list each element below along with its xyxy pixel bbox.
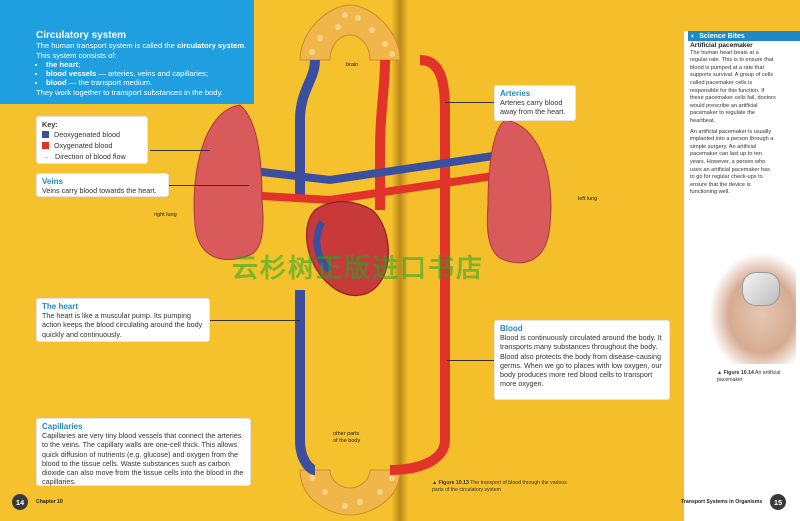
bullet-text: — arteries, veins and capillaries; (96, 69, 208, 78)
science-bites-body: Artificial pacemaker The human heart bea… (690, 42, 776, 200)
key-title: Key: (42, 120, 142, 129)
blue-swatch (42, 131, 49, 138)
key-row-deoxygenated: Deoxygenated blood (42, 129, 142, 140)
leader-line (210, 320, 300, 321)
heart-card: The heart The heart is like a muscular p… (36, 298, 210, 342)
page-number-right: 15 (770, 494, 786, 510)
leader-line (447, 360, 494, 361)
arteries-text: Arteries carry blood away from the heart… (500, 98, 570, 116)
intro-bullets: the heart; blood vessels — arteries, vei… (36, 60, 252, 88)
science-subtitle: Artificial pacemaker (690, 42, 776, 50)
science-paragraph-1: The human heart beats at a regular rate.… (690, 50, 776, 126)
science-bites-header: ◐ Science Bites (688, 31, 800, 41)
bites-icon: ◐ (691, 33, 695, 40)
intro-text: Circulatory system The human transport s… (36, 31, 252, 97)
leader-line (150, 150, 210, 151)
other-parts-label: other parts of the body (333, 431, 360, 445)
intro-closing: They work together to transport substanc… (36, 88, 252, 97)
leader-line (445, 102, 494, 103)
capillaries-card: Capillaries Capillaries are very tiny bl… (36, 418, 251, 486)
science-bites-title: Science Bites (699, 33, 745, 40)
pacemaker-device (742, 272, 780, 306)
science-bites-panel: ◐ Science Bites Artificial pacemaker The… (684, 31, 800, 521)
capillaries-title: Capillaries (42, 422, 245, 431)
chapter-footer: Chapter 10 (36, 499, 63, 505)
intro-line1: The human transport system is called the… (36, 41, 252, 50)
watermark-text: 云杉树正版进口书店 (232, 248, 484, 285)
science-paragraph-2: An artificial pacemaker is usually impla… (690, 129, 776, 197)
figure-label: ▲ Figure 10.13 (432, 480, 469, 486)
capillaries-text: Capillaries are very tiny blood vessels … (42, 431, 245, 486)
brain-label: brain (346, 62, 358, 68)
intro-line2: This system consists of: (36, 51, 252, 60)
key-row-oxygenated: Oxygenated blood (42, 140, 142, 151)
intro-bullet: blood vessels — arteries, veins and capi… (46, 69, 252, 78)
section-footer: Transport Systems in Organisms (681, 499, 762, 505)
bullet-bold: the heart (46, 60, 78, 69)
intro-title: Circulatory system (36, 31, 252, 40)
arteries-card: Arteries Arteries carry blood away from … (494, 85, 576, 121)
pacemaker-photo (710, 254, 796, 364)
left-lung-label: left lung (578, 196, 597, 202)
bullet-bold: blood (46, 78, 67, 87)
veins-text: Veins carry blood towards the heart. (42, 186, 163, 195)
bullet-text: — the transport medium. (67, 78, 153, 87)
key-label: Deoxygenated blood (54, 130, 120, 139)
red-swatch (42, 142, 49, 149)
intro-bullet: blood — the transport medium. (46, 78, 252, 87)
heart-title: The heart (42, 302, 204, 311)
intro-line1-text: The human transport system is called the (36, 41, 177, 50)
key-row-direction: → Direction of blood flow (42, 151, 142, 162)
blood-text: Blood is continuously circulated around … (500, 333, 664, 388)
figure-label: ▲ Figure 10.14 (717, 370, 754, 376)
bullet-text: ; (78, 60, 80, 69)
heart-text: The heart is like a muscular pump. Its p… (42, 311, 204, 339)
right-lung-label: right lung (154, 212, 177, 218)
intro-line1-bold: circulatory system (177, 41, 244, 50)
blood-card: Blood Blood is continuously circulated a… (494, 320, 670, 400)
figure-10-13-caption: ▲ Figure 10.13 The transport of blood th… (432, 480, 572, 493)
figure-10-14-caption: ▲ Figure 10.14 An artificial pacemaker (717, 370, 787, 383)
arteries-title: Arteries (500, 89, 570, 98)
intro-line1-end: . (244, 41, 246, 50)
intro-bullet: the heart; (46, 60, 252, 69)
key-label: Direction of blood flow (55, 152, 126, 161)
blood-title: Blood (500, 324, 664, 333)
intro-panel: Circulatory system The human transport s… (0, 0, 254, 104)
bullet-bold: blood vessels (46, 69, 96, 78)
arrow-icon: → (42, 152, 50, 161)
key-card: Key: Deoxygenated blood Oxygenated blood… (36, 116, 148, 164)
veins-title: Veins (42, 177, 163, 186)
veins-card: Veins Veins carry blood towards the hear… (36, 173, 169, 197)
key-label: Oxygenated blood (54, 141, 112, 150)
leader-line (169, 185, 249, 186)
page-number-left: 14 (12, 494, 28, 510)
